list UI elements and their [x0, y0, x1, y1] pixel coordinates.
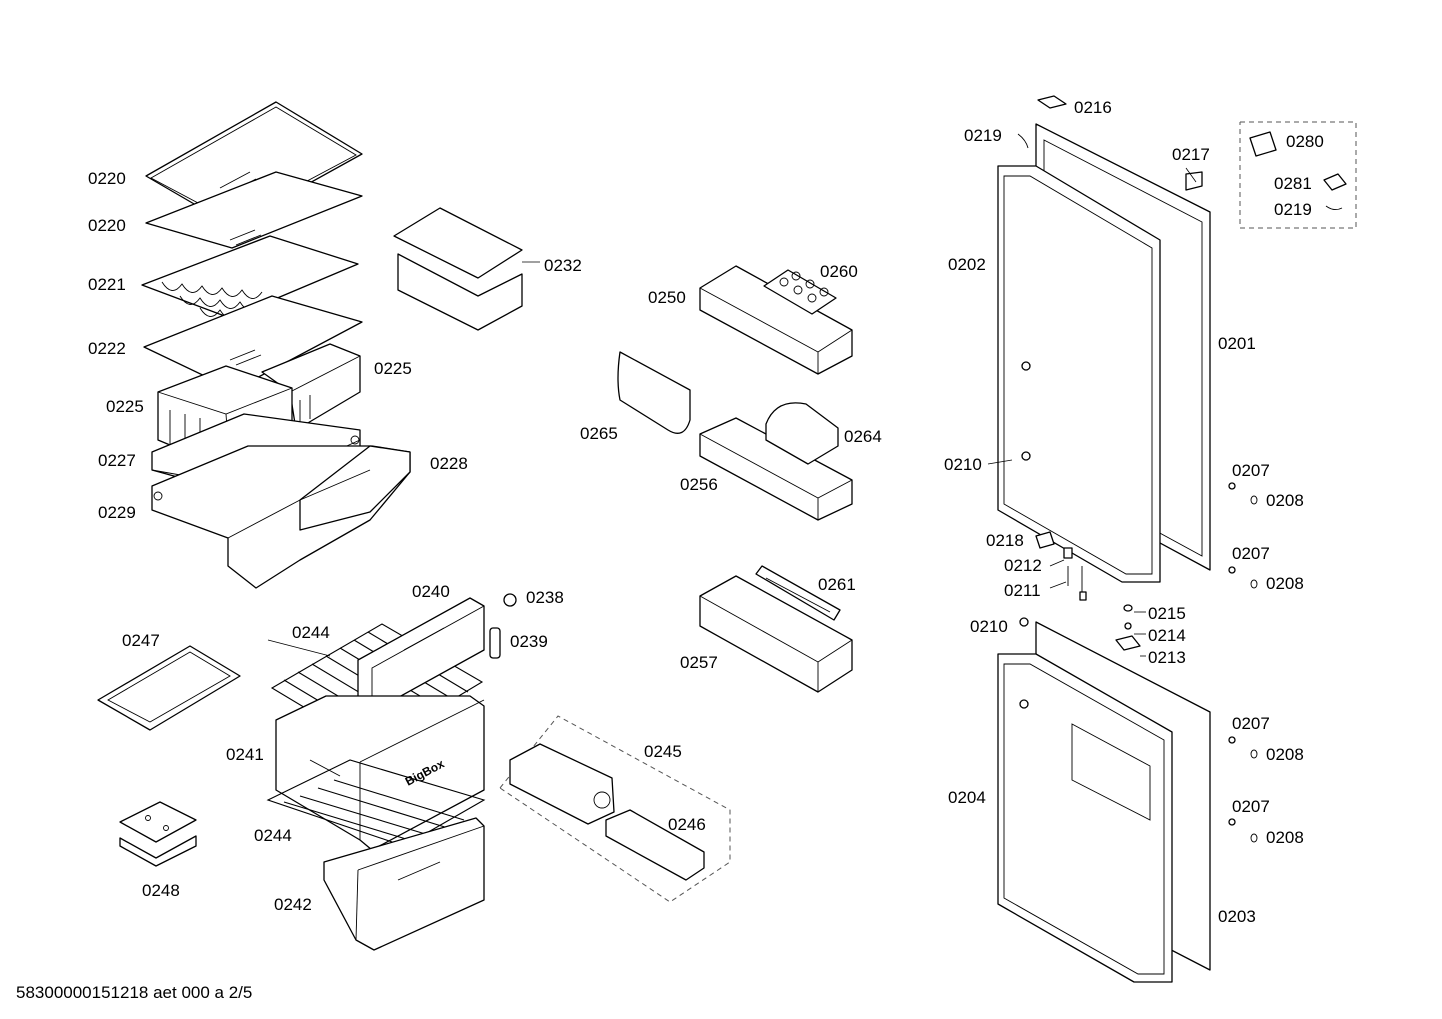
part-label: 0260 — [820, 262, 858, 281]
door-rack-0257 — [699, 575, 853, 693]
lower-gasket-0204 — [997, 653, 1173, 983]
part-label: 0217 — [1172, 145, 1210, 164]
part-label: 0208 — [1266, 491, 1304, 510]
part-label: 0227 — [98, 451, 136, 470]
part-label: 0220 — [88, 169, 126, 188]
tray-0246 — [605, 809, 705, 881]
part-label: 0244 — [254, 826, 292, 845]
part-label: 0216 — [1074, 98, 1112, 117]
part-label: 0207 — [1232, 797, 1270, 816]
leader-lines — [267, 167, 1197, 657]
crisper-tray-base — [151, 435, 411, 589]
part-label: 0208 — [1266, 745, 1304, 764]
part-label: 0256 — [680, 475, 718, 494]
wire-shelf-lower — [266, 759, 486, 847]
butter-dish-0264 — [765, 402, 839, 465]
part-label: 0220 — [88, 216, 126, 235]
fan-module-0245 — [509, 743, 615, 825]
freezer-tray-0232 — [393, 207, 523, 331]
part-label: 0208 — [1266, 574, 1304, 593]
part-label: 0204 — [948, 788, 986, 807]
door-rack-0250 — [699, 265, 853, 375]
part-label: 0264 — [844, 427, 882, 446]
part-label: 0225 — [106, 397, 144, 416]
part-label: 0248 — [142, 881, 180, 900]
part-label: 0222 — [88, 339, 126, 358]
hinge-parts — [1017, 95, 1258, 843]
clip-0238 — [503, 593, 517, 607]
part-label: 0210 — [944, 455, 982, 474]
part-label: 0218 — [986, 531, 1024, 550]
clip-0239 — [489, 627, 501, 659]
drawer-0240 — [357, 597, 485, 713]
part-label: 0246 — [668, 815, 706, 834]
document-id-footer: 58300000151218 aet 000 a 2/5 — [16, 983, 252, 1002]
part-label: 0281 — [1274, 174, 1312, 193]
hinge-kit-box — [1239, 121, 1357, 229]
part-label: 0225 — [374, 359, 412, 378]
part-label: 0207 — [1232, 714, 1270, 733]
egg-tray-0260 — [763, 269, 837, 315]
part-label: 0228 — [430, 454, 468, 473]
part-label: 0201 — [1218, 334, 1256, 353]
part-label: 0261 — [818, 575, 856, 594]
drawer-0242 — [323, 817, 485, 951]
part-label: 0242 — [274, 895, 312, 914]
drawer-0241: BigBox — [275, 695, 485, 851]
part-label: 0232 — [544, 256, 582, 275]
part-label: 0221 — [88, 275, 126, 294]
part-label: 0208 — [1266, 828, 1304, 847]
part-label: 0239 — [510, 632, 548, 651]
part-label: 0211 — [1004, 581, 1041, 600]
part-label: 0210 — [970, 617, 1008, 636]
ice-packs-0248 — [119, 801, 197, 867]
part-labels: 0220 0220 0221 0222 0225 0225 0227 0228 … — [88, 98, 1324, 926]
part-label: 0219 — [1274, 200, 1312, 219]
door-tray-0247 — [97, 645, 241, 731]
part-label: 0265 — [580, 424, 618, 443]
door-rack-0256 — [699, 417, 853, 521]
part-label: 0214 — [1148, 626, 1186, 645]
part-label: 0213 — [1148, 648, 1186, 667]
part-label: 0247 — [122, 631, 160, 650]
bottle-holder-0265 — [617, 351, 691, 434]
part-label: 0280 — [1286, 132, 1324, 151]
part-label: 0202 — [948, 255, 986, 274]
part-label: 0240 — [412, 582, 450, 601]
part-label: 0219 — [964, 126, 1002, 145]
part-label: 0245 — [644, 742, 682, 761]
upper-gasket-0202 — [997, 165, 1161, 583]
part-label: 0212 — [1004, 556, 1042, 575]
part-label: 0241 — [226, 745, 264, 764]
part-label: 0215 — [1148, 604, 1186, 623]
part-label: 0229 — [98, 503, 136, 522]
part-label: 0257 — [680, 653, 718, 672]
part-label: 0238 — [526, 588, 564, 607]
glass-shelf-second — [145, 171, 363, 249]
part-label: 0203 — [1218, 907, 1256, 926]
part-label: 0207 — [1232, 461, 1270, 480]
bottle-retainer-0261 — [755, 565, 841, 621]
part-label: 0207 — [1232, 544, 1270, 563]
part-label: 0250 — [648, 288, 686, 307]
part-label: 0244 — [292, 623, 330, 642]
